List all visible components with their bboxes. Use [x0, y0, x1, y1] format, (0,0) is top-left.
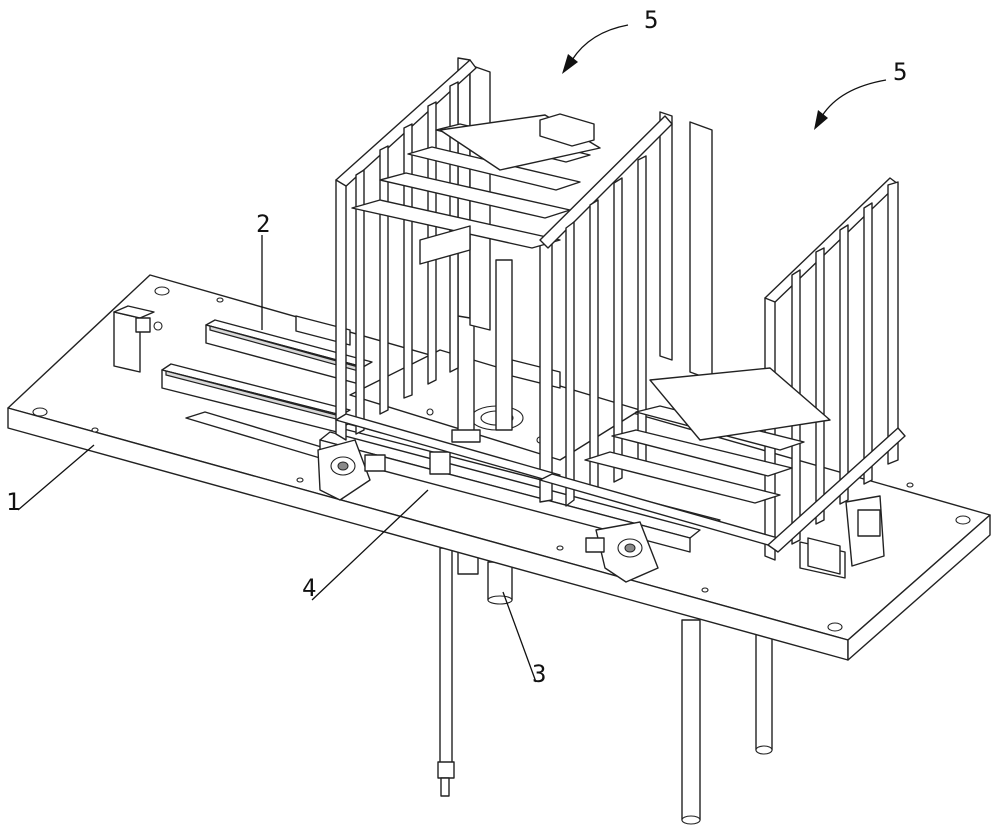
rack-left-body [335, 57, 601, 503]
label-base-plate: 1 [6, 488, 20, 516]
left-bracket [113, 305, 163, 373]
rack-right-body [539, 111, 906, 575]
part-labels: 2 1 4 3 5 5 [6, 6, 907, 688]
label-transfer-shaft: 4 [302, 574, 316, 602]
leader-lines [17, 24, 887, 683]
label-guide-rail: 2 [256, 210, 270, 238]
lift-cylinder-body [457, 547, 513, 605]
label-rack-right: 5 [893, 58, 907, 86]
support-legs [437, 547, 773, 825]
label-rack-left: 5 [644, 6, 658, 34]
front-bearings [317, 439, 659, 583]
guide-rails [161, 315, 373, 434]
label-lift-cylinder: 3 [532, 660, 546, 688]
